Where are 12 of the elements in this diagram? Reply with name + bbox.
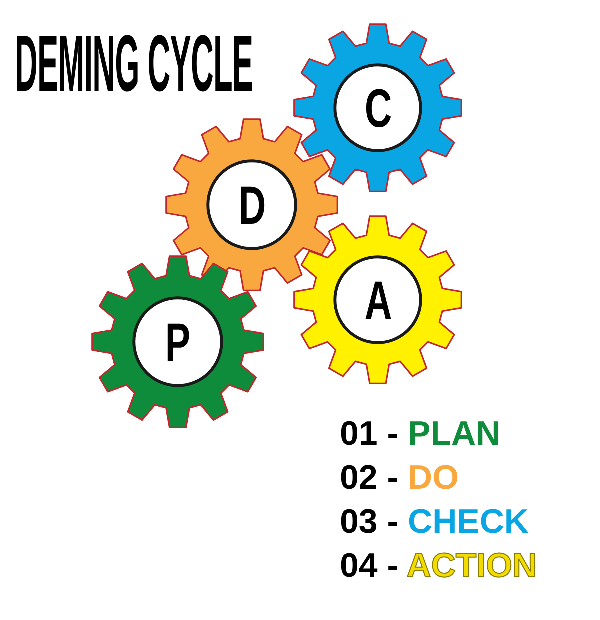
- gear-letter: A: [364, 274, 392, 328]
- step-label: 04 - ACTION: [340, 546, 538, 586]
- gear-letter: D: [238, 179, 266, 233]
- gear: [293, 23, 463, 193]
- title: DEMING CYCLE: [15, 24, 254, 104]
- gear-letter: C: [364, 82, 392, 136]
- gear-letter: P: [165, 316, 191, 370]
- step-label: 02 - DO: [340, 458, 460, 498]
- gear: [293, 215, 463, 385]
- step-label: 01 - PLAN: [340, 414, 501, 454]
- step-label: 03 - CHECK: [340, 502, 529, 542]
- gear: [91, 255, 265, 429]
